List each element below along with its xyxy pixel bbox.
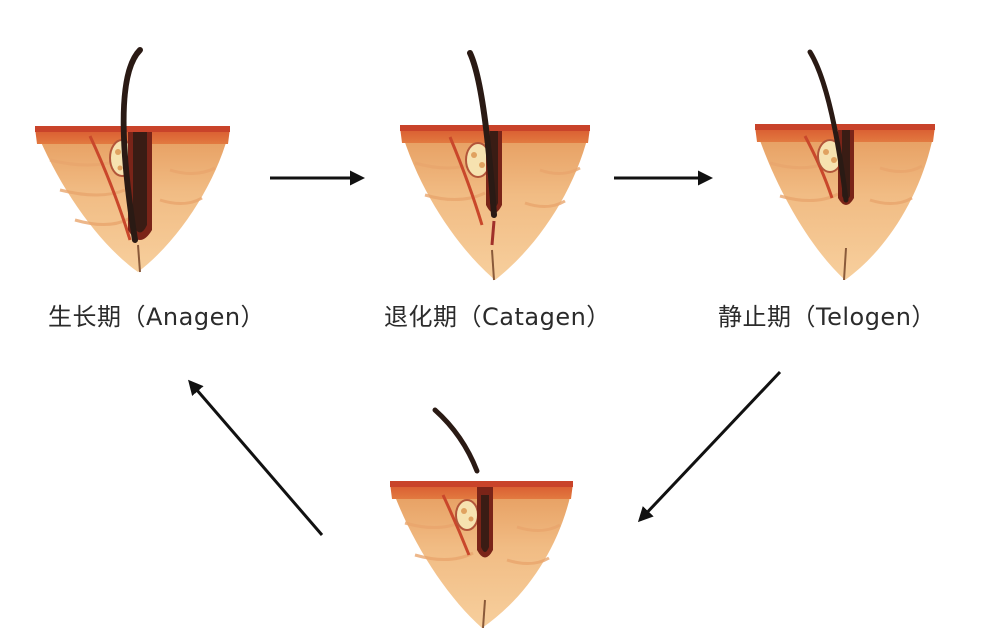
stage-exogen — [385, 405, 580, 628]
exogen-follicle-illustration — [390, 407, 573, 628]
stage-label-catagen: 退化期（Catagen） — [384, 303, 611, 331]
stage-label-anagen: 生长期（Anagen） — [48, 303, 266, 331]
arrow-exogen-to-anagen — [188, 379, 324, 536]
stage-telogen — [750, 48, 940, 283]
stage-anagen — [30, 40, 240, 275]
stage-catagen — [390, 45, 600, 285]
arrow-telogen-to-exogen — [637, 370, 782, 523]
catagen-follicle-illustration — [400, 50, 590, 281]
stage-label-telogen: 静止期（Telogen） — [718, 303, 936, 331]
telogen-follicle-illustration — [755, 49, 935, 281]
anagen-follicle-illustration — [35, 47, 230, 273]
